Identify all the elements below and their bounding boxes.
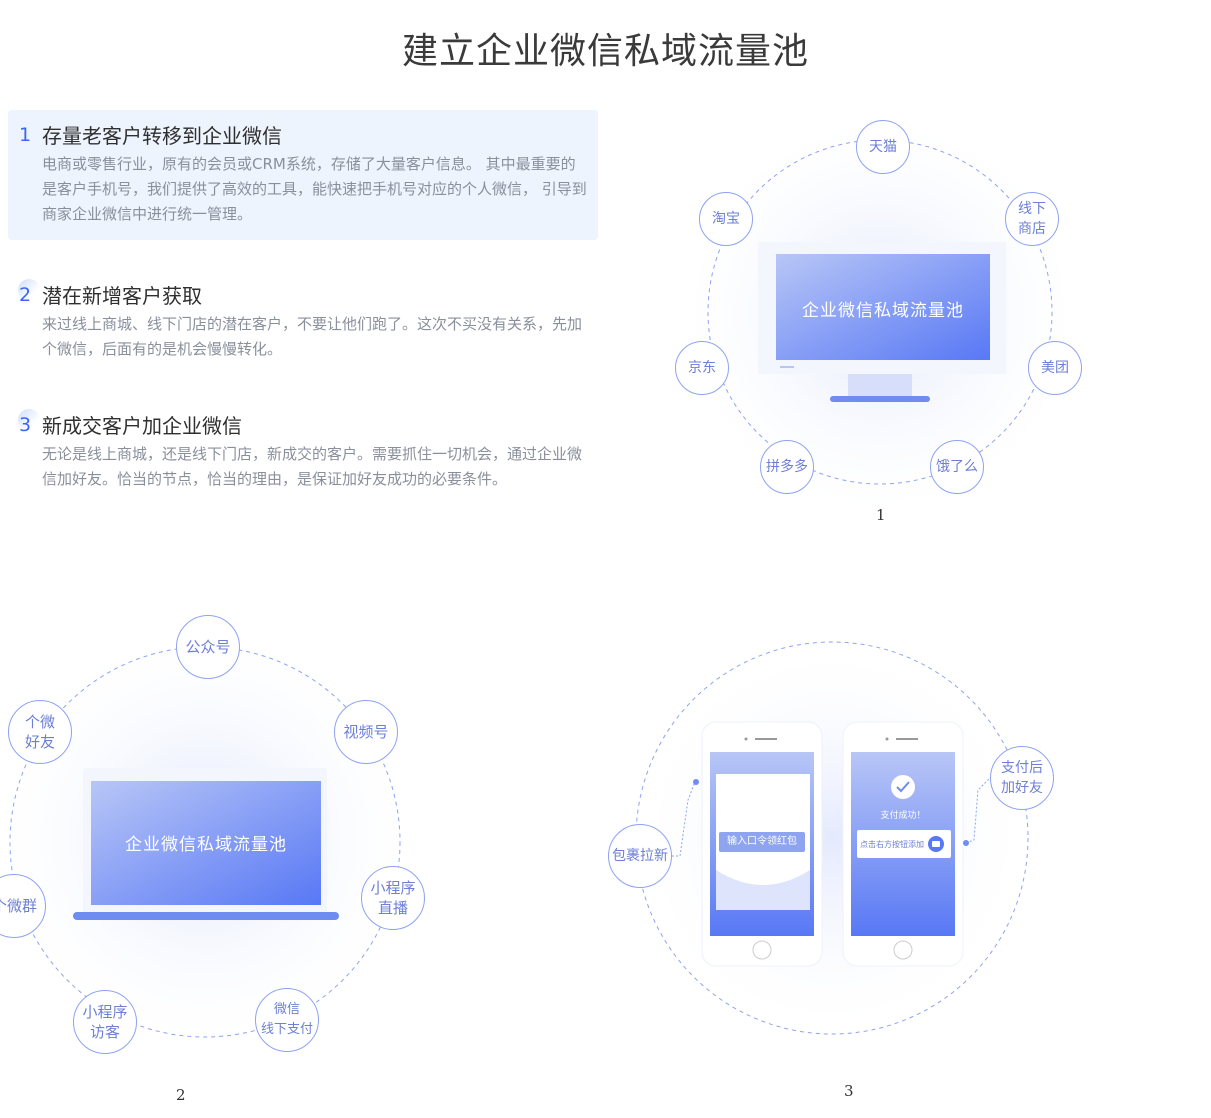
bubble-taobao: 淘宝 (699, 192, 753, 246)
feature-number: 3 (14, 409, 40, 436)
feature-title: 存量老客户转移到企业微信 (42, 124, 282, 148)
bubble-jd: 京东 (675, 341, 729, 395)
feature-number: 1 (14, 119, 40, 146)
figure3-graphics (632, 638, 1032, 1038)
feature-desc: 来过线上商城、线下门店的潜在客户，不要让他们跑了。这次不买没有关系，先加个微信，… (42, 315, 583, 358)
bubble-miniprogram-visitor: 小程序 访客 (73, 990, 137, 1054)
bubble-personal-group-label: 个微群 (0, 897, 37, 915)
figure-laptop: 企业微信私域流量池 公众号 视频号 小程序 直播 微信 线下支付 小程序 访客 … (0, 560, 600, 1118)
bubble-eleme: 饿了么 (930, 440, 984, 494)
orbit-ring (9, 646, 401, 1038)
left-connector-dot (693, 779, 699, 785)
bubble-wechat-offline-pay: 微信 线下支付 (255, 988, 319, 1052)
bubble-post-payment-friend: 支付后 加好友 (990, 746, 1054, 810)
monitor-base (830, 396, 930, 402)
phone1-home-button (752, 940, 772, 960)
feature-item-2[interactable]: 2 潜在新增客户获取 来过线上商城、线下门店的潜在客户，不要让他们跑了。这次不买… (8, 270, 598, 370)
figure-phones: 输入口令领红包 支付成功！ 点击右方按钮添加 包裹拉新 支付后 加好友 3 (600, 560, 1211, 1118)
phone2-speaker (896, 738, 918, 740)
check-icon (896, 781, 910, 793)
right-connector-dot (963, 840, 969, 846)
phone1-card-wave (716, 870, 810, 910)
glow (632, 638, 1032, 1038)
laptop-screen-text: 企业微信私域流量池 (125, 835, 287, 855)
monitor-indicator (780, 366, 794, 368)
figure2-graphics (0, 618, 425, 1058)
laptop-base (73, 912, 339, 920)
figure2-caption: 2 (176, 1086, 186, 1104)
page-title: 建立企业微信私域流量池 (401, 31, 809, 72)
monitor-screen-text: 企业微信私域流量池 (802, 301, 964, 321)
bubble-meituan: 美团 (1028, 341, 1082, 395)
feature-title: 新成交客户加企业微信 (42, 414, 242, 438)
monitor-screen (776, 254, 990, 360)
phone2-home-button (893, 940, 913, 960)
monitor-neck (848, 374, 912, 396)
bubble-package-acquisition: 包裹拉新 (608, 824, 672, 888)
feature-number: 2 (14, 279, 40, 306)
phone1-camera (744, 737, 748, 741)
feature-item-3[interactable]: 3 新成交客户加企业微信 无论是线上商城，还是线下门店，新成交的客户。需要抓住一… (8, 400, 598, 500)
orbit-ring (635, 641, 1029, 1035)
bubble-offline-store: 线下 商店 (1005, 192, 1059, 246)
figure-monitor: 企业微信私域流量池 天猫 线下 商店 美团 饿了么 拼多多 京东 淘宝 1 (0, 0, 1211, 540)
laptop-screen (91, 781, 321, 905)
left-connector (672, 781, 696, 857)
bubble-tmall: 天猫 (856, 120, 910, 174)
phone2-hint-text: 点击右方按钮添加 (860, 840, 924, 849)
phone1-redpacket-button[interactable]: 输入口令领红包 (719, 832, 805, 852)
feature-item-1[interactable]: 1 存量老客户转移到企业微信 电商或零售行业，原有的会员或CRM系统，存储了大量… (8, 110, 598, 240)
figure3-caption: 3 (844, 1082, 854, 1100)
bubble-pinduoduo: 拼多多 (760, 440, 814, 494)
bubble-channels: 视频号 (334, 700, 398, 764)
feature-desc: 无论是线上商城，还是线下门店，新成交的客户。需要抓住一切机会，通过企业微信加好友… (42, 445, 583, 488)
phone2-success-text: 支付成功！ (880, 811, 926, 821)
check-circle (891, 775, 915, 799)
phone1-speaker (755, 738, 777, 740)
phone2-hint-card (857, 830, 951, 858)
figure1-graphics (670, 105, 1090, 525)
bubble-personal-friend: 个微 好友 (8, 700, 72, 764)
bubble-miniprogram-live: 小程序 直播 (361, 866, 425, 930)
bubble-official-account: 公众号 (176, 615, 240, 679)
right-connector (965, 777, 991, 844)
figure1-caption: 1 (876, 506, 886, 524)
chat-glyph (932, 841, 940, 847)
feature-desc: 电商或零售行业，原有的会员或CRM系统，存储了大量客户信息。 其中最重要的是客户… (42, 155, 587, 223)
feature-title: 潜在新增客户获取 (42, 284, 202, 308)
phone2-camera (885, 737, 889, 741)
